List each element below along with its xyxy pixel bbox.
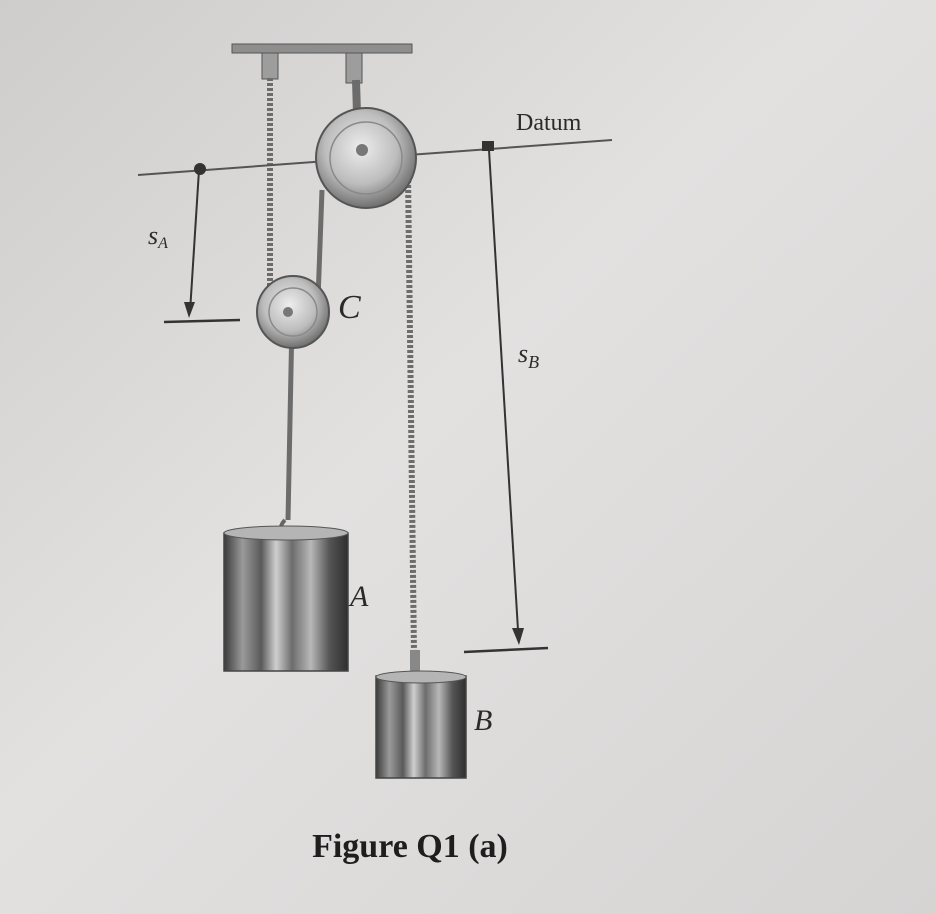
s-b-main: s (518, 339, 528, 368)
datum-marker-a (194, 163, 206, 175)
pulley-c-label: C (338, 289, 361, 326)
block-b (375, 650, 467, 779)
s-a-label: sA (148, 221, 168, 252)
datum-label: Datum (516, 110, 582, 136)
figure-caption: Figure Q1 (a) (312, 828, 508, 865)
s-b-sub: B (528, 352, 539, 372)
s-b-label: sB (518, 339, 539, 372)
s-a-sub: A (157, 235, 168, 252)
datum-marker-b (482, 141, 494, 151)
s-a-main: s (148, 221, 158, 250)
top-pulley (315, 107, 417, 209)
block-a (223, 518, 349, 672)
dimension-s-a (163, 169, 241, 324)
ceiling-support (231, 43, 413, 84)
dimension-s-b (463, 149, 549, 654)
block-a-label: A (348, 580, 369, 613)
pulley-c (256, 275, 330, 349)
rope-top-to-c (315, 189, 325, 301)
block-b-label: B (474, 704, 492, 737)
rope-c-to-a (285, 319, 295, 521)
